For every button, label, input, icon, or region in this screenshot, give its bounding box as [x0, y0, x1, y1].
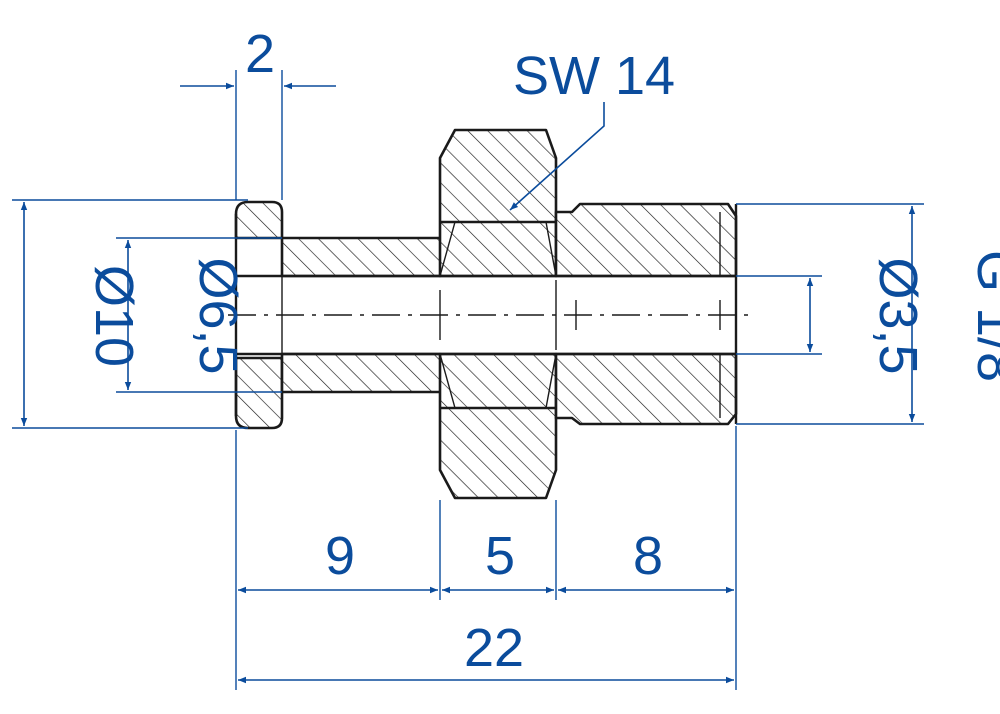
label-collar-diameter: Ø10	[84, 265, 144, 367]
collar-upper	[234, 200, 284, 240]
hex-nut-upper	[438, 128, 558, 278]
hex-curve-left	[439, 221, 456, 277]
hex-nut-lower	[438, 352, 558, 500]
hex-curve-right-low	[545, 353, 557, 409]
collar-lower	[234, 356, 284, 430]
label-collar-thickness: 2	[245, 24, 275, 84]
part-section	[228, 128, 752, 500]
shank-upper	[280, 236, 448, 278]
thread-lower	[554, 352, 738, 426]
dimension-lines	[12, 70, 924, 690]
hex-curve-left-low	[439, 353, 456, 409]
label-hex-length: 5	[485, 526, 515, 586]
thread-upper	[554, 202, 738, 278]
dimension-labels: 2 SW 14 9 5 8 22 Ø10 Ø6,5 Ø3,5 G 1/8	[84, 24, 1000, 678]
leader-sw14	[509, 102, 605, 211]
shank-lower	[280, 352, 448, 394]
label-shank-length: 9	[325, 526, 355, 586]
label-total-length: 22	[464, 618, 524, 678]
hex-curve-right	[545, 221, 557, 277]
label-bore-diameter: Ø6,5	[188, 257, 248, 374]
label-thread-length: 8	[633, 526, 663, 586]
label-outlet-bore: Ø3,5	[868, 257, 928, 374]
label-wrench-size: SW 14	[513, 46, 675, 106]
label-thread: G 1/8	[966, 250, 1000, 382]
